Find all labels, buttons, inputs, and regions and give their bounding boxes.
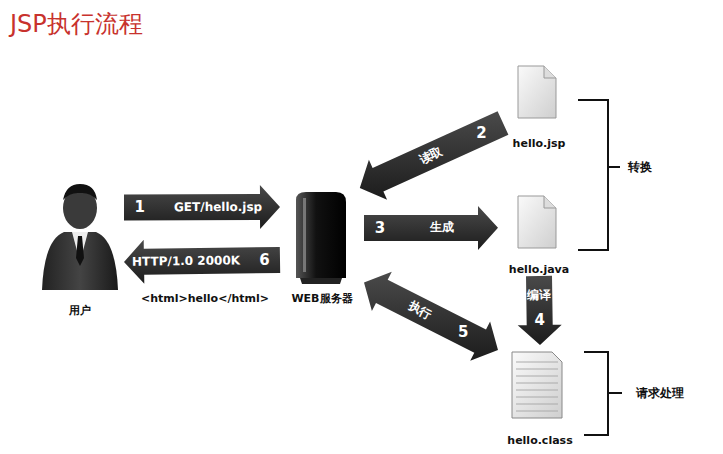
block-arrow <box>518 276 562 345</box>
server-tower <box>296 192 346 284</box>
node-label: 用户 <box>69 303 91 318</box>
block-arrow <box>360 111 509 200</box>
diagram-title: JSP执行流程 <box>10 8 143 40</box>
arrow-label: 生成 <box>430 219 454 236</box>
jsp-file-icon <box>518 66 556 118</box>
node-label: hello.java <box>509 263 569 276</box>
icon-node: hello.class <box>498 345 582 447</box>
class-file-icon <box>512 352 562 418</box>
bracket <box>578 100 620 250</box>
icon-node: hello.jsp <box>503 60 575 150</box>
callout-number: 6 <box>259 251 269 269</box>
arrow-label: 编译 <box>527 287 551 304</box>
user-figure <box>42 184 118 290</box>
icon-node: 用户 <box>36 178 124 318</box>
bracket-label: 请求处理 <box>636 385 684 402</box>
bracket-label: 转换 <box>628 159 652 176</box>
callout-number: 5 <box>458 323 468 341</box>
bracket <box>584 352 622 435</box>
callout-number: 2 <box>476 124 486 142</box>
node-label: hello.jsp <box>513 137 566 150</box>
block-arrow <box>124 240 280 284</box>
callout-number: 3 <box>375 219 385 237</box>
icon-node: hello.java <box>498 190 580 276</box>
node-label: WEB服务器 <box>291 291 352 306</box>
block-arrow <box>364 206 498 250</box>
callout-number: 4 <box>534 311 544 329</box>
callout-number: 1 <box>134 198 144 216</box>
arrow-label: HTTP/1.0 2000K <box>132 254 240 269</box>
arrow-label: GET/hello.jsp <box>173 200 261 214</box>
node-label: hello.class <box>507 434 572 447</box>
block-arrow <box>364 272 498 361</box>
response-body: <html>hello</html> <box>141 292 269 305</box>
icon-node: WEB服务器 <box>280 188 364 306</box>
java-file-icon <box>518 196 556 248</box>
block-arrow <box>124 185 280 229</box>
